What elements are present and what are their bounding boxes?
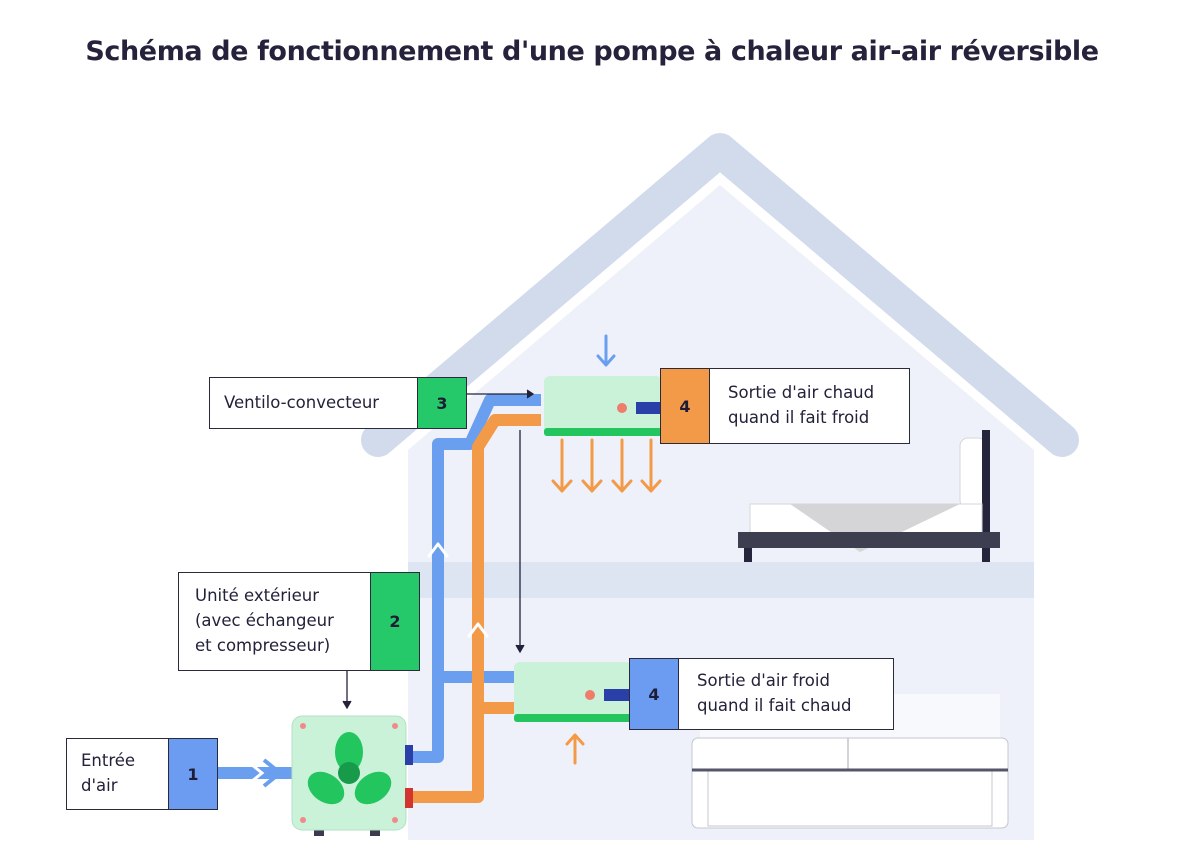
air-inlet-arrow-upper [596,334,616,367]
badge-number-4-cold: 4 [630,659,679,729]
sofa-icon [691,694,1009,829]
badge-number-2: 2 [370,573,419,670]
label-cold-air-out: 4 Sortie d'air froid quand il fait chaud [629,658,894,730]
label-fan-coil: Ventilo-convecteur 3 [209,377,467,429]
air-inlet-arrow-lower [565,733,585,765]
label-fan-coil-text: Ventilo-convecteur [224,392,380,412]
indoor-unit-lower [514,662,632,722]
flow-direction-arrows [427,542,489,638]
label-hot-air-out: 4 Sortie d'air chaud quand il fait froid [660,368,910,444]
indoor-unit-upper [544,376,662,436]
label-air-intake: Entrée d'air 1 [66,738,218,810]
fan-icon [307,732,392,805]
diagram-title: Schéma de fonctionnement d'une pompe à c… [85,36,1099,67]
badge-number-1: 1 [168,739,217,809]
label-outdoor-unit-text: Unité extérieur (avec échangeur et compr… [195,586,334,655]
outdoor-unit [291,715,413,836]
hot-air-arrows [551,438,662,493]
label-outdoor-unit: Unité extérieur (avec échangeur et compr… [178,572,420,671]
badge-number-4-hot: 4 [661,369,710,443]
bed-icon [738,430,1000,562]
label-hot-air-out-text: Sortie d'air chaud quand il fait froid [728,383,875,427]
badge-number-3: 3 [417,378,466,428]
air-intake-arrow [218,758,292,788]
label-cold-air-out-text: Sortie d'air froid quand il fait chaud [697,671,852,715]
label-air-intake-text: Entrée d'air [81,751,136,795]
hot-pipe [410,414,541,803]
leader-lines [342,389,535,710]
